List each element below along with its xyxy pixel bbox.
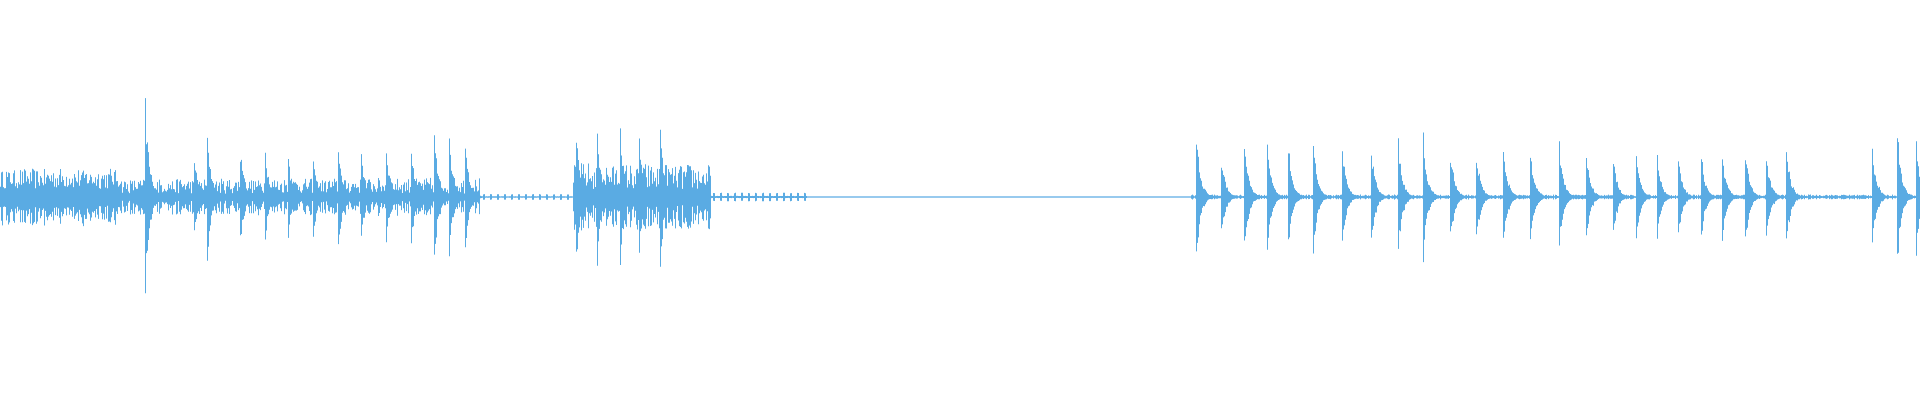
waveform-samples bbox=[0, 98, 1920, 294]
